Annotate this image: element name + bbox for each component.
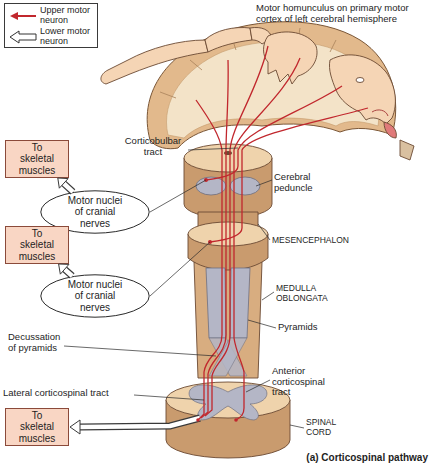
muscle-target-box: To skeletal muscles — [5, 140, 69, 178]
grey-matter — [189, 385, 267, 420]
upper-motor-neuron-sample — [8, 9, 38, 23]
legend-box: Upper motor neuronLower motor neuron — [4, 3, 98, 48]
arrow-head — [58, 178, 68, 188]
tract-label: Anterior corticospinal tract — [272, 366, 336, 398]
arrow-head — [59, 264, 69, 274]
region-label: MEDULLA OBLONGATA — [276, 284, 338, 303]
part-label: Cerebral peduncle — [274, 172, 334, 193]
medulla-column — [194, 262, 262, 378]
figure-note: Motor homunculus on primary motor cortex… — [256, 3, 432, 24]
motor-homunculus — [101, 27, 414, 160]
nucleus-ellipse: Motor nuclei of cranial nerves — [40, 274, 150, 318]
cerebral-aqueduct — [224, 151, 232, 155]
medulla-section — [188, 222, 268, 246]
arrow-shaft-outline — [64, 269, 72, 276]
upper-motor-neuron-lines — [196, 46, 368, 420]
pyramid — [230, 268, 250, 338]
ellipse-shape — [41, 275, 149, 317]
part-label: Decussation of pyramids — [8, 332, 68, 353]
tract-label: Lateral corticospinal tract — [3, 388, 143, 399]
region-label: SPINAL CORD — [306, 418, 350, 437]
muscle-target-box: To skeletal muscles — [5, 226, 69, 264]
part-label: Pyramids — [278, 322, 338, 333]
swatch-shape — [10, 12, 18, 20]
lower-motor-neuron-arrow — [70, 418, 200, 434]
mesencephalon-section — [184, 144, 272, 172]
neuron-endings — [196, 178, 238, 422]
swatch-shape — [10, 31, 36, 43]
leader-lines — [64, 148, 304, 428]
node-text: To skeletal muscles — [15, 142, 59, 176]
pyramid — [206, 268, 226, 338]
region-label: MESENCEPHALON — [272, 236, 362, 246]
lower-motor-neuron-sample — [8, 30, 38, 44]
figure-caption: (a) Corticospinal pathway — [230, 452, 428, 463]
arrow-shaft — [63, 183, 73, 192]
legend-item: Lower motor neuron — [5, 27, 97, 47]
lower-motor-neuron-arrow — [58, 178, 73, 192]
muscle-target-box: To skeletal muscles — [5, 408, 69, 446]
node-text: Motor nuclei of cranial nerves — [64, 195, 126, 229]
lower-motor-neuron-arrow — [59, 264, 73, 276]
node-text: To skeletal muscles — [15, 410, 59, 444]
node-text: Motor nuclei of cranial nerves — [64, 279, 126, 313]
legend-text: Upper motor neuron — [40, 6, 96, 26]
arrow-shaft-outline — [63, 183, 73, 192]
cerebral-cortex — [147, 22, 396, 149]
legend-text: Lower motor neuron — [40, 27, 96, 47]
node-text: To skeletal muscles — [15, 228, 59, 262]
arrow-shaft — [64, 269, 72, 276]
swatch-shape — [16, 15, 36, 17]
tract-label: Corticobulbar tract — [116, 136, 190, 157]
legend-item: Upper motor neuron — [5, 6, 97, 26]
